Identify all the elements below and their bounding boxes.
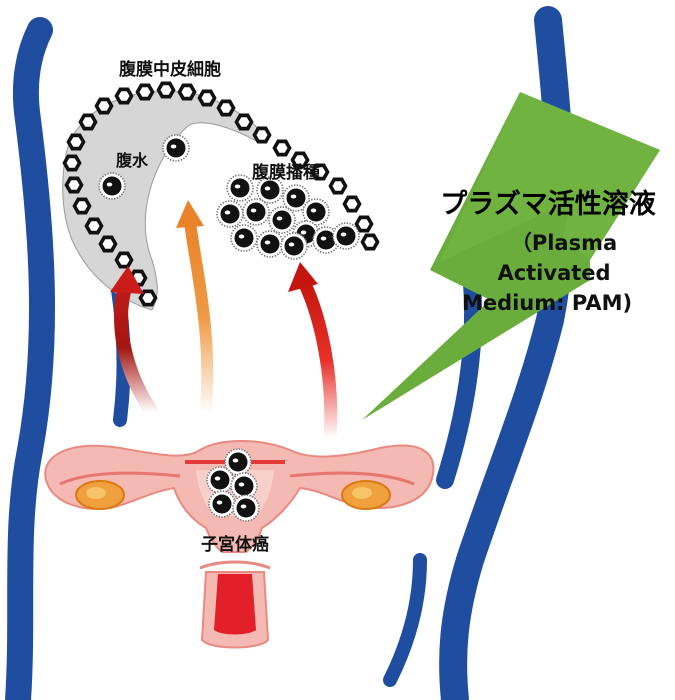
pam-subtitle-line3: Medium: PAM) [462, 291, 632, 315]
label-ascites: 腹水 [116, 151, 149, 170]
label-endometrial-cancer: 子宮体癌 [201, 534, 269, 555]
pam-subtitle-line2: Activated [497, 261, 610, 285]
label-mesothelial-cells: 腹膜中皮細胞 [119, 59, 221, 80]
arrow-to-dissemination [304, 282, 331, 438]
arrow-to-ascites [190, 222, 207, 412]
label-peritoneal-dissemination: 腹膜播種 [252, 162, 320, 183]
cervix [200, 562, 270, 648]
pam-subtitle-line1: （Plasma [511, 231, 617, 255]
pam-title: プラズマ活性溶液 [440, 188, 655, 220]
